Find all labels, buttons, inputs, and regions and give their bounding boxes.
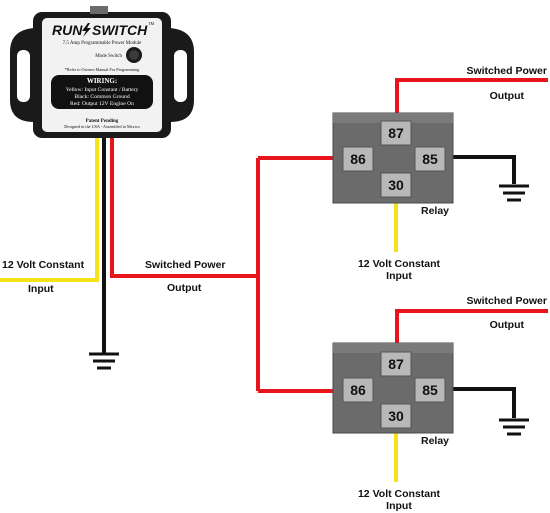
relay1-pin87 xyxy=(380,120,412,146)
relay2-pin85 xyxy=(414,377,446,403)
relay-1: 87 86 85 30 xyxy=(332,112,454,204)
wiring-line-red: Red: Output 12V Engine On xyxy=(70,101,134,107)
relay2-input-label-line2: Input xyxy=(386,500,412,512)
relay2-pin87-wire xyxy=(395,309,548,350)
wiring-legend-box xyxy=(51,75,153,109)
manual-note: *Refer to Owners Manual For Programming xyxy=(65,67,140,72)
relay1-pin86 xyxy=(342,146,374,172)
relay1-ground-icon xyxy=(499,184,529,202)
relay2-pin85-label: 85 xyxy=(422,382,438,398)
patent-text: Patent Pending xyxy=(86,119,119,124)
module-yellow-wire xyxy=(0,135,99,282)
relay2-output-label-line1: Switched Power xyxy=(466,295,547,307)
relay2-pin87 xyxy=(380,351,412,377)
relay1-output-label-line1: Switched Power xyxy=(466,65,547,77)
module-fuse xyxy=(90,6,108,14)
relay2-input-label-line1: 12 Volt Constant xyxy=(358,488,441,500)
relay1-name: Relay xyxy=(421,205,449,217)
relay2-pin85-wire xyxy=(445,387,516,418)
wiring-line-yellow: Yellow: Input Constant / Battery xyxy=(66,87,139,93)
lightning-bolt-icon xyxy=(82,23,91,37)
relay1-pin87-label: 87 xyxy=(388,125,404,141)
relay1-output-label-line2: Output xyxy=(490,90,525,102)
relay-2: 87 86 85 30 xyxy=(332,342,454,434)
relay1-pin30 xyxy=(380,172,412,198)
relay1-pin30-label: 30 xyxy=(388,177,404,193)
module-red-output-wire xyxy=(110,135,258,278)
brand-right: SWITCH xyxy=(92,22,148,38)
relay1-pin85 xyxy=(414,146,446,172)
relay2-pin87-label: 87 xyxy=(388,356,404,372)
relay2-pin30 xyxy=(380,403,412,429)
wiring-line-black: Black: Common Ground xyxy=(74,94,130,100)
wiring-heading: WIRING: xyxy=(87,77,117,85)
module-subtitle: 7.5 Amp Programmable Power Module xyxy=(63,41,143,46)
relay2-pin86 xyxy=(342,377,374,403)
relay1-input-label-line2: Input xyxy=(386,270,412,282)
relay1-pin85-wire xyxy=(445,155,516,184)
relay2-name: Relay xyxy=(421,435,449,447)
relay1-pin86-label: 86 xyxy=(350,151,366,167)
relay2-output-label-line2: Output xyxy=(490,319,525,331)
relay2-ground-icon xyxy=(499,418,529,436)
module-ground-icon xyxy=(89,340,119,370)
runswitch-module: RUN SWITCH TM 7.5 Amp Programmable Power… xyxy=(10,6,194,138)
yellow-input-label-line1: 12 Volt Constant xyxy=(2,259,85,271)
relay2-pin86-label: 86 xyxy=(350,382,366,398)
yellow-input-label-line2: Input xyxy=(28,283,54,295)
module-output-label-line2: Output xyxy=(167,282,202,294)
mode-switch-label: Mode Switch xyxy=(95,54,122,59)
relay1-pin87-wire xyxy=(395,78,548,118)
module-output-label-line1: Switched Power xyxy=(145,259,226,271)
relay1-input-label-line1: 12 Volt Constant xyxy=(358,258,441,270)
relay2-pin30-label: 30 xyxy=(388,408,404,424)
right-mount-hole xyxy=(174,50,187,102)
relay1-pin85-label: 85 xyxy=(422,151,438,167)
made-in-text: Designed in the USA - Assembled in Mexic… xyxy=(64,124,139,129)
trademark: TM xyxy=(148,21,155,26)
brand-left: RUN xyxy=(52,22,83,38)
left-mount-hole xyxy=(17,50,30,102)
